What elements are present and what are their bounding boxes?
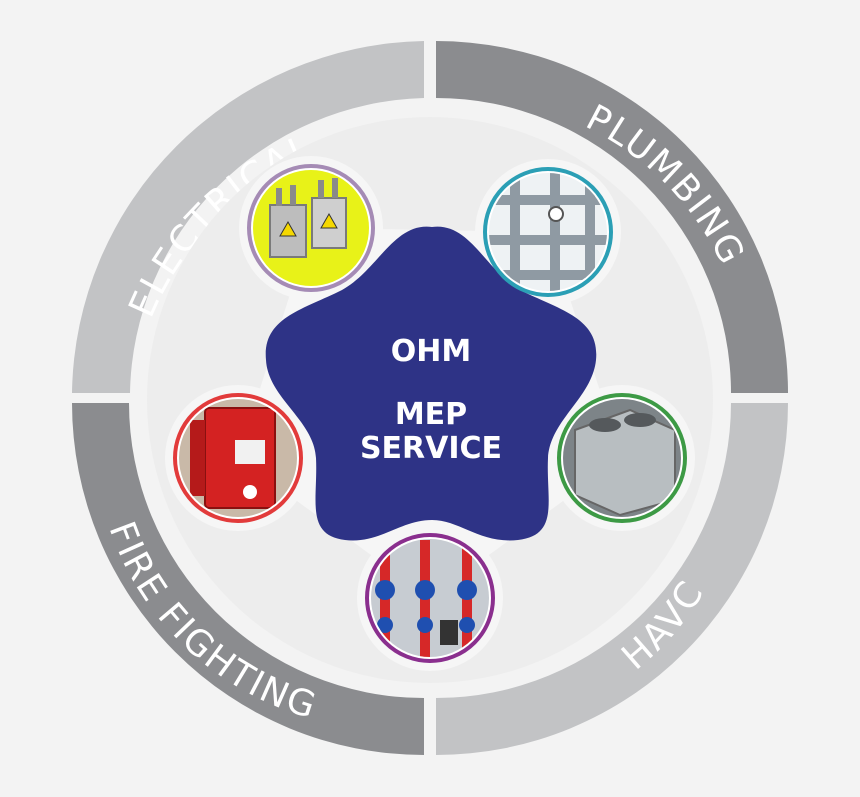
hvac-unit-icon (574, 408, 676, 517)
transformer-icon (269, 178, 347, 258)
ring-segment-havc (436, 403, 788, 755)
ring-segment-fire-fighting (72, 403, 424, 755)
ring-segment-plumbing (436, 41, 788, 393)
fire-pump-icon (375, 540, 477, 657)
node-electrical (247, 164, 375, 292)
center-title-mep: MEP (395, 397, 467, 432)
fire-alarm-icon (190, 407, 276, 509)
ring-segment-electrical (72, 41, 424, 393)
center-star (265, 226, 597, 541)
node-hvac (557, 393, 687, 523)
node-fire-alarm (173, 393, 303, 523)
node-plumbing (483, 167, 613, 297)
node-fire-pumps (365, 533, 495, 663)
ring (72, 41, 788, 755)
center-title-ohm: OHM (391, 334, 471, 369)
center-title-service: SERVICE (360, 431, 502, 466)
